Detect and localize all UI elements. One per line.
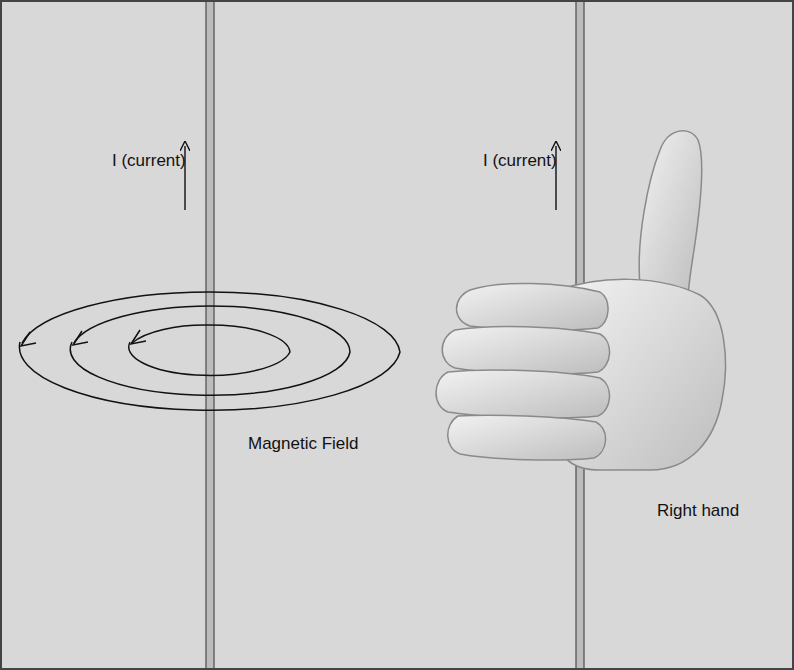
current-label: I (current) [112,151,186,171]
field-label: Magnetic Field [248,434,359,454]
hand-label: Right hand [657,501,739,521]
right-hand [436,131,726,470]
current-label: I (current) [483,151,557,171]
wire [206,2,214,668]
field-lines [19,292,400,410]
